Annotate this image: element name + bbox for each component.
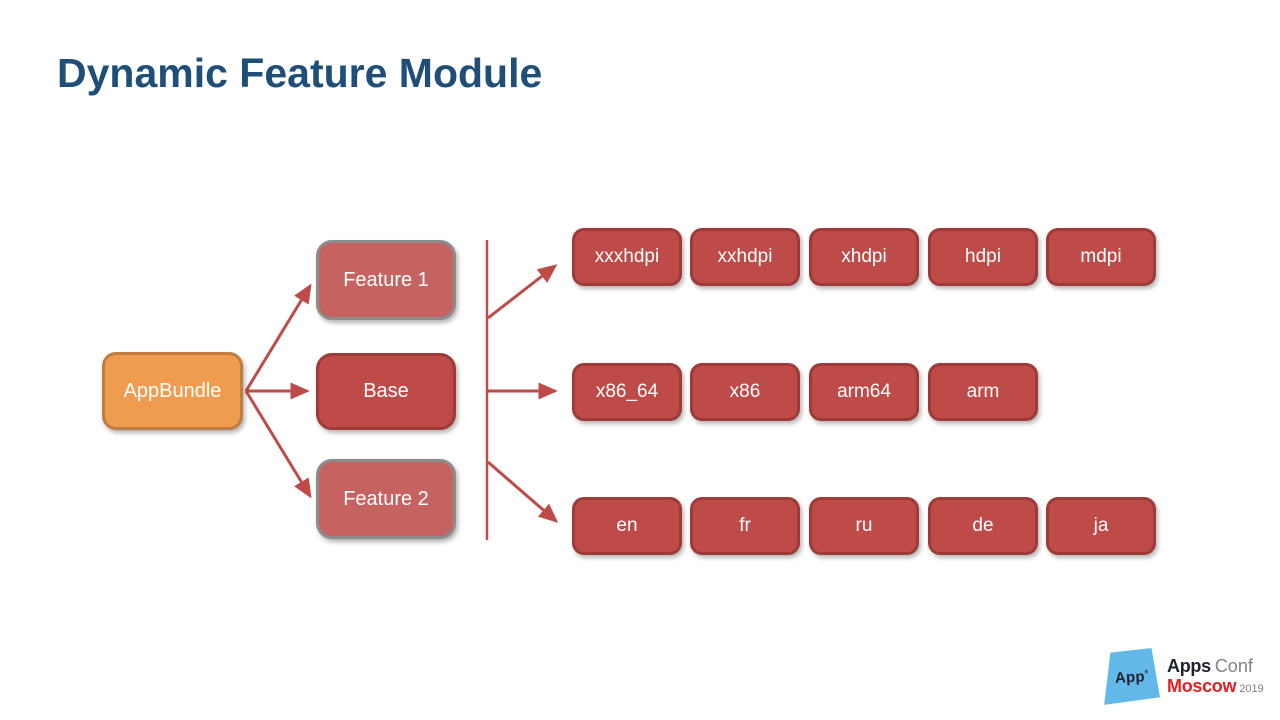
appsconf-badge-icon: Appˢ — [1104, 648, 1160, 705]
density-chip-xhdpi: xhdpi — [809, 228, 919, 286]
density-chip-mdpi: mdpi — [1046, 228, 1156, 286]
node-appbundle: AppBundle — [102, 352, 243, 430]
badge-mark-icon: ˢ — [1144, 667, 1149, 678]
density-chip-hdpi: hdpi — [928, 228, 1038, 286]
lang-chip-ja: ja — [1046, 497, 1156, 555]
arrow-appbundle-to-feature2 — [244, 390, 312, 499]
density-chip-xxxhdpi: xxxhdpi — [572, 228, 682, 286]
lang-chip-de: de — [928, 497, 1038, 555]
logo-apps-text: Apps — [1167, 656, 1211, 677]
logo-year-text: 2019 — [1239, 683, 1264, 695]
arrow-split-to-density-row — [487, 264, 558, 320]
logo-moscow-text: Moscow — [1167, 676, 1237, 696]
lang-chip-ru: ru — [809, 497, 919, 555]
node-feature-1: Feature 1 — [316, 240, 456, 320]
lang-chip-fr: fr — [690, 497, 800, 555]
node-feature-2: Feature 2 — [316, 459, 456, 539]
abi-chip-x86_64: x86_64 — [572, 363, 682, 421]
arrow-appbundle-to-feature1 — [244, 283, 312, 392]
abi-chip-arm: arm — [928, 363, 1038, 421]
node-base: Base — [316, 353, 456, 430]
abi-chip-arm64: arm64 — [809, 363, 919, 421]
arrow-split-to-language-row — [487, 460, 559, 523]
abi-chip-x86: x86 — [690, 363, 800, 421]
badge-text: Appˢ — [1114, 667, 1149, 687]
page-title: Dynamic Feature Module — [57, 50, 543, 96]
density-chip-xxhdpi: xxhdpi — [690, 228, 800, 286]
lang-chip-en: en — [572, 497, 682, 555]
logo-conf-text: Conf — [1214, 656, 1253, 677]
